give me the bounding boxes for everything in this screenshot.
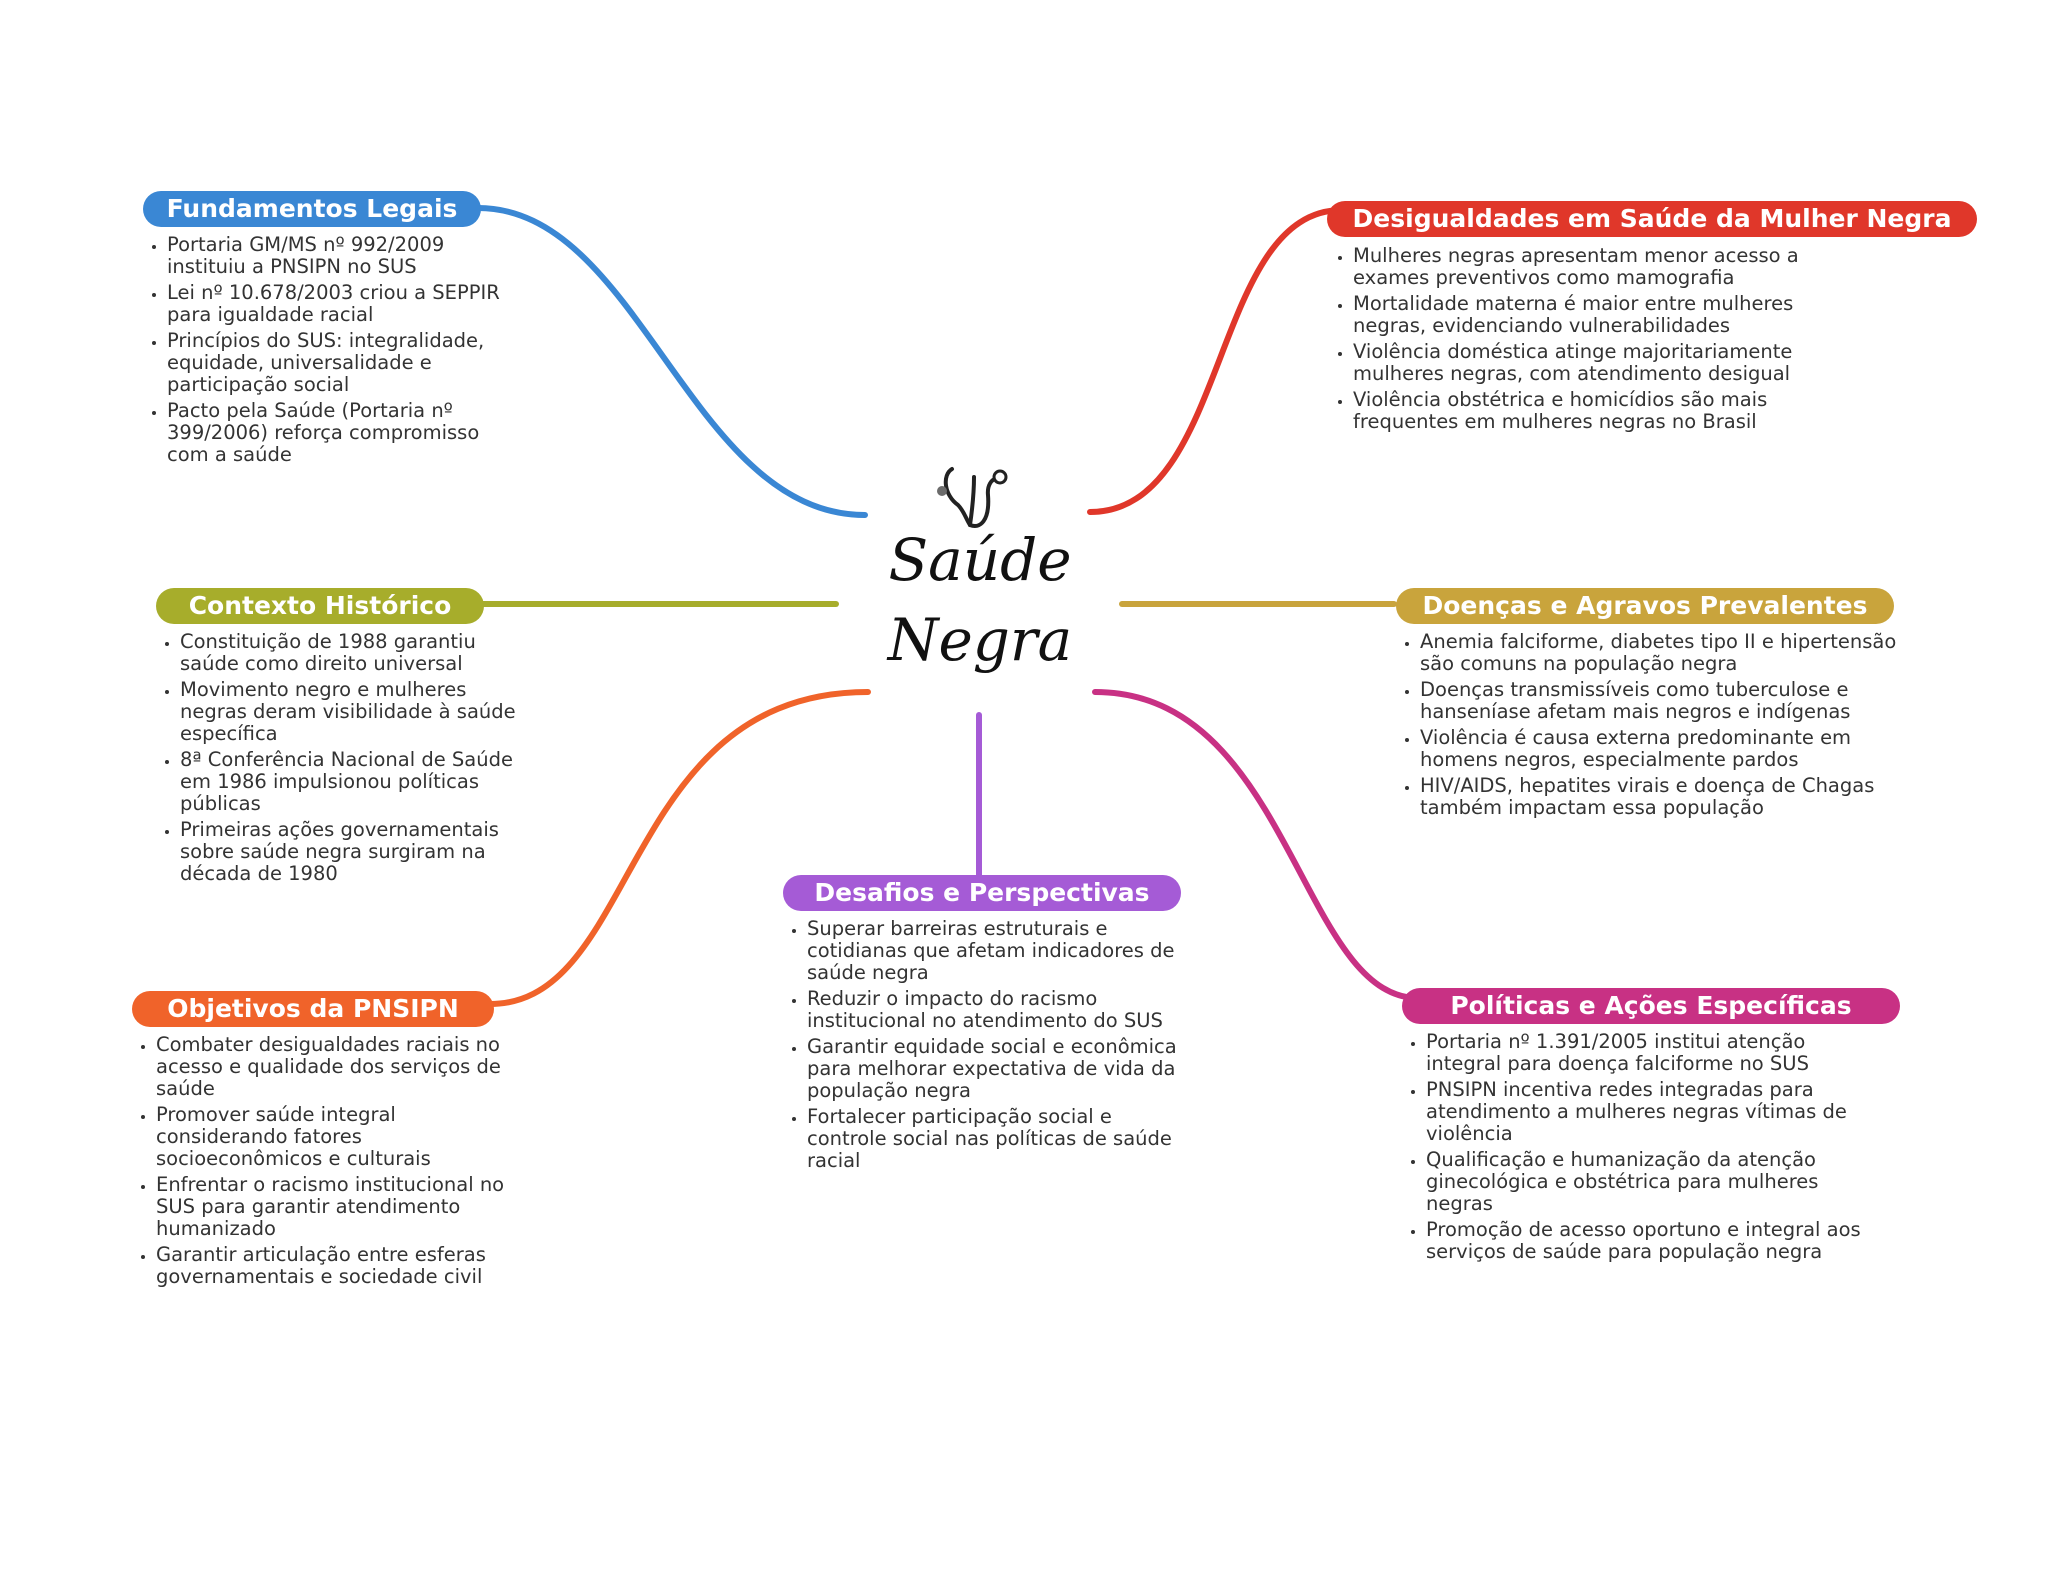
list-item: Violência obstétrica e homicídios são ma…	[1353, 389, 1853, 433]
list-item: Primeiras ações governamentais sobre saú…	[180, 819, 520, 885]
connector-politicas	[1092, 689, 1421, 1001]
stethoscope-icon	[937, 467, 1008, 528]
list-item: Mulheres negras apresentam menor acesso …	[1353, 245, 1853, 289]
list-item: 8ª Conferência Nacional de Saúde em 1986…	[180, 749, 520, 815]
branch-doencas-title: Doenças e Agravos Prevalentes	[1396, 588, 1894, 624]
list-item: Mortalidade materna é maior entre mulher…	[1353, 293, 1853, 337]
list-item: Portaria GM/MS nº 992/2009 instituiu a P…	[167, 234, 527, 278]
branch-contexto-list: Constituição de 1988 garantiu saúde como…	[160, 631, 520, 889]
list-item: Violência é causa externa predominante e…	[1420, 727, 1900, 771]
branch-politicas-list: Portaria nº 1.391/2005 institui atenção …	[1406, 1031, 1876, 1267]
list-item: Constituição de 1988 garantiu saúde como…	[180, 631, 520, 675]
list-item: Combater desigualdades raciais no acesso…	[156, 1034, 516, 1100]
connector-desigualdades	[1087, 207, 1345, 515]
list-item: Lei nº 10.678/2003 criou a SEPPIR para i…	[167, 282, 527, 326]
list-item: Fortalecer participação social e control…	[807, 1106, 1187, 1172]
branch-desigualdades-title: Desigualdades em Saúde da Mulher Negra	[1327, 201, 1977, 237]
branch-fundamentos-title: Fundamentos Legais	[143, 191, 481, 227]
central-topic-line1: Saúde	[888, 526, 1072, 594]
list-item: Garantir articulação entre esferas gover…	[156, 1244, 516, 1288]
branch-desigualdades-list: Mulheres negras apresentam menor acesso …	[1333, 245, 1853, 437]
list-item: Princípios do SUS: integralidade, equida…	[167, 330, 527, 396]
list-item: Portaria nº 1.391/2005 institui atenção …	[1426, 1031, 1876, 1075]
list-item: Doenças transmissíveis como tuberculose …	[1420, 679, 1900, 723]
list-item: HIV/AIDS, hepatites virais e doença de C…	[1420, 775, 1900, 819]
branch-desafios-title: Desafios e Perspectivas	[783, 875, 1181, 911]
branch-doencas-list: Anemia falciforme, diabetes tipo II e hi…	[1400, 631, 1900, 823]
list-item: Violência doméstica atinge majoritariame…	[1353, 341, 1853, 385]
branch-desafios-list: Superar barreiras estruturais e cotidian…	[787, 918, 1187, 1176]
branch-fundamentos-list: Portaria GM/MS nº 992/2009 instituiu a P…	[147, 234, 527, 470]
list-item: Reduzir o impacto do racismo institucion…	[807, 988, 1187, 1032]
list-item: PNSIPN incentiva redes integradas para a…	[1426, 1079, 1876, 1145]
list-item: Movimento negro e mulheres negras deram …	[180, 679, 520, 745]
connector-objetivos	[487, 689, 871, 1007]
central-topic-title: Saúde Negra	[860, 520, 1100, 680]
branch-objetivos-title: Objetivos da PNSIPN	[132, 991, 494, 1027]
list-item: Enfrentar o racismo institucional no SUS…	[156, 1174, 516, 1240]
branch-contexto-title: Contexto Histórico	[156, 588, 484, 624]
list-item: Qualificação e humanização da atenção gi…	[1426, 1149, 1876, 1215]
list-item: Anemia falciforme, diabetes tipo II e hi…	[1420, 631, 1900, 675]
central-topic-line2: Negra	[887, 606, 1073, 674]
branch-politicas-title: Políticas e Ações Específicas	[1402, 988, 1900, 1024]
list-item: Superar barreiras estruturais e cotidian…	[807, 918, 1187, 984]
list-item: Garantir equidade social e econômica par…	[807, 1036, 1187, 1102]
list-item: Promoção de acesso oportuno e integral a…	[1426, 1219, 1876, 1263]
list-item: Pacto pela Saúde (Portaria nº 399/2006) …	[167, 400, 527, 466]
list-item: Promover saúde integral considerando fat…	[156, 1104, 516, 1170]
branch-objetivos-list: Combater desigualdades raciais no acesso…	[136, 1034, 516, 1292]
connector-fundamentos	[475, 205, 868, 518]
